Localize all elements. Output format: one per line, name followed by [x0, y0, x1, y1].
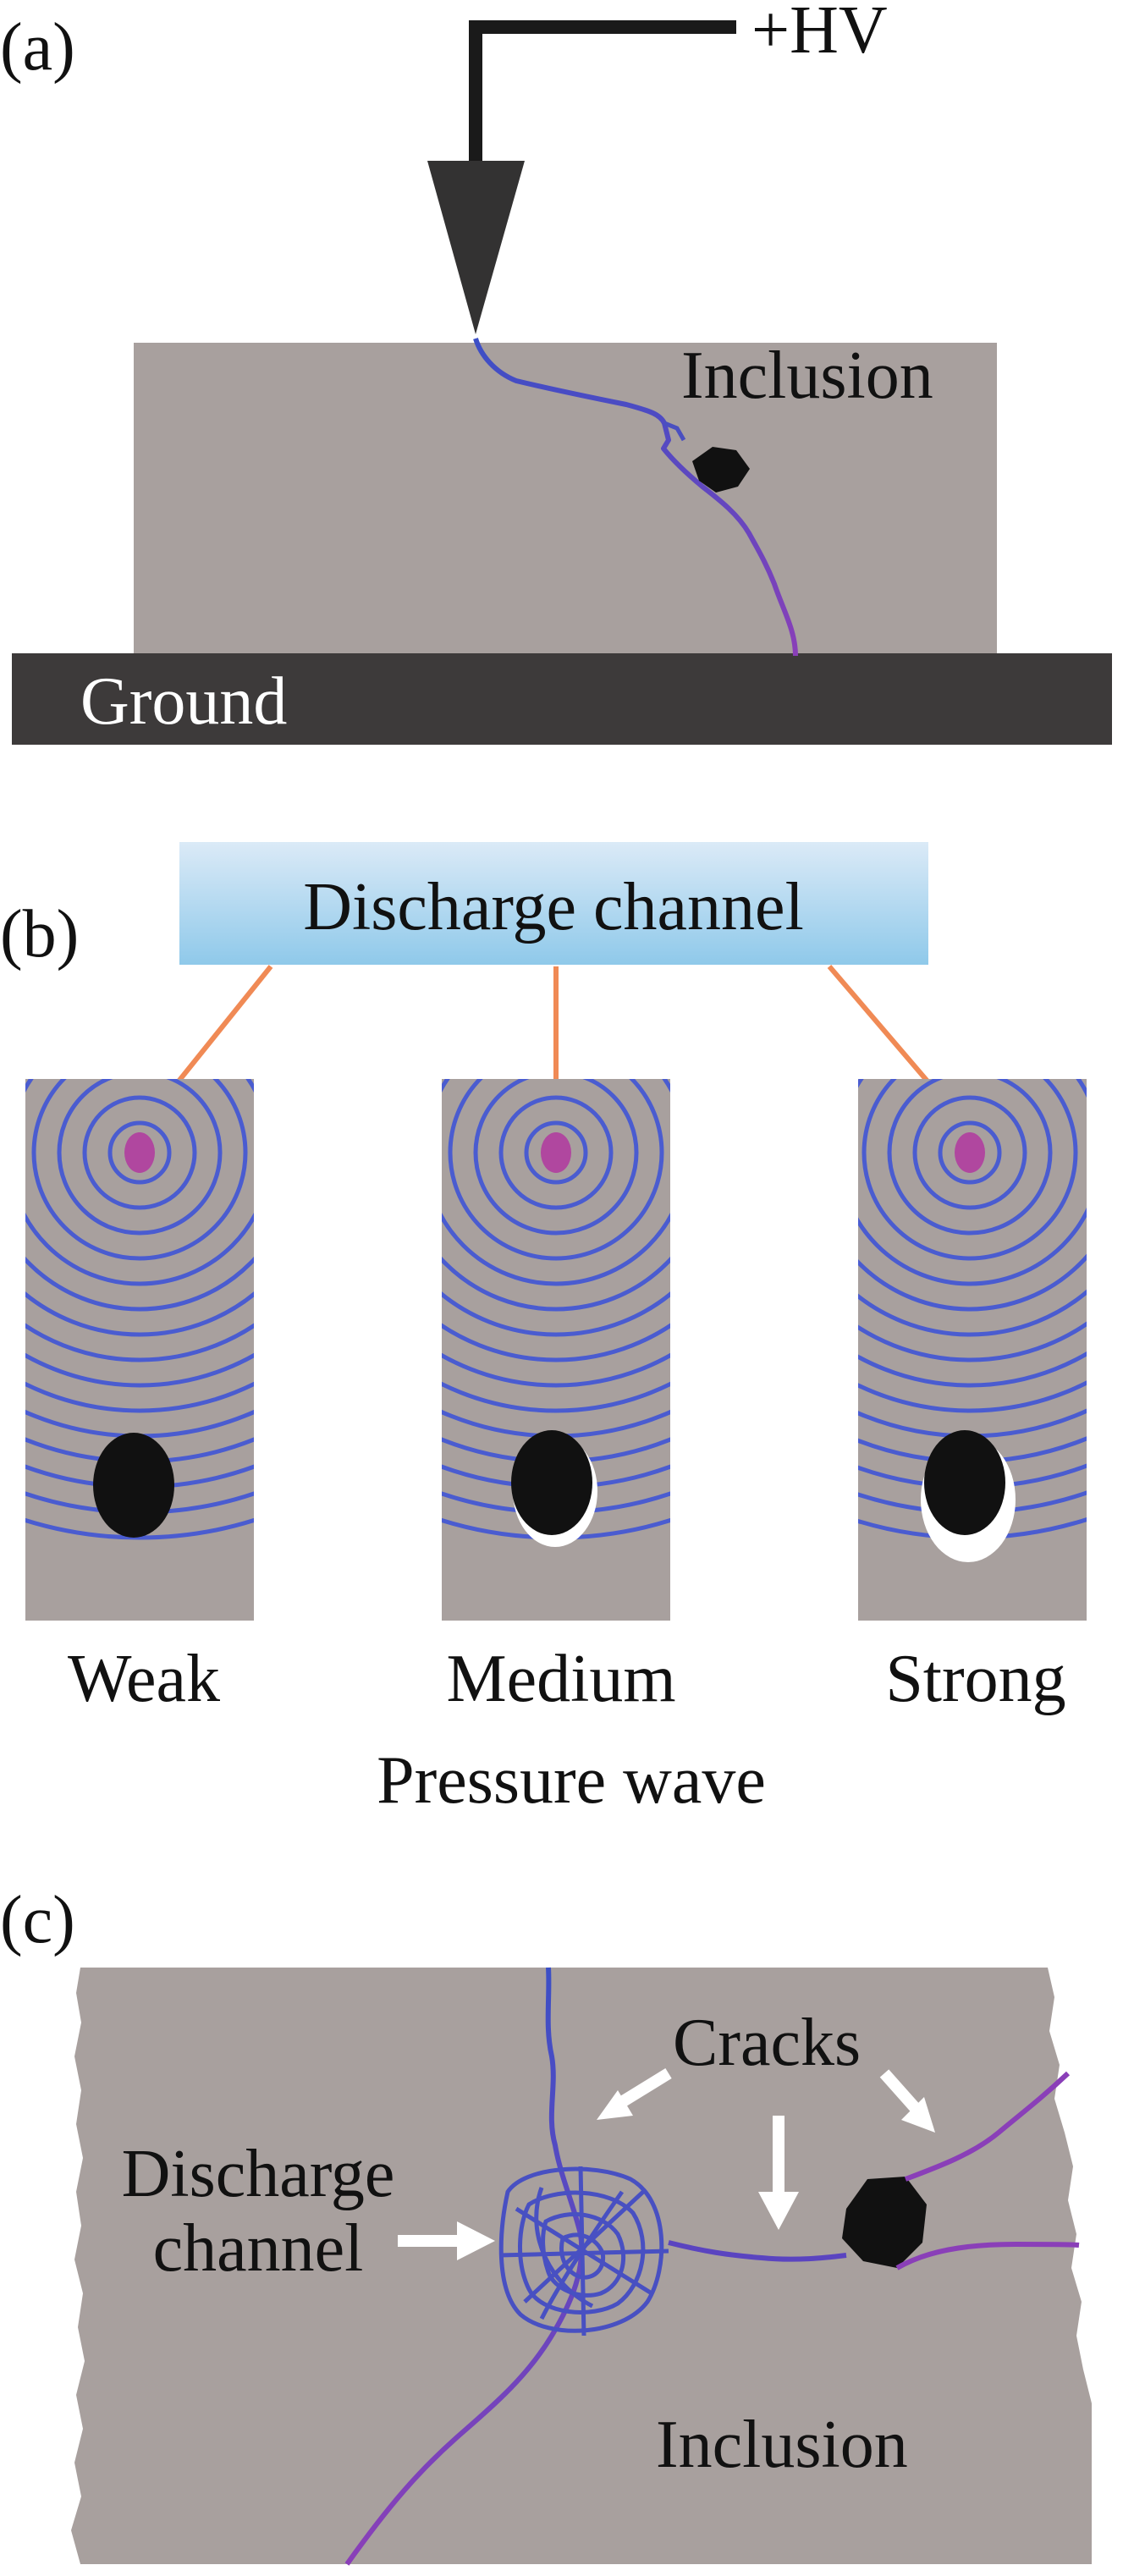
discharge-channel-label-line2: channel — [153, 2211, 364, 2286]
crack-horizontal — [668, 2240, 847, 2262]
source-spot-weak — [124, 1132, 155, 1173]
inclusion-label-a: Inclusion — [681, 339, 933, 413]
crack-upper-right — [904, 2071, 1071, 2182]
ground-label: Ground — [80, 664, 287, 739]
inclusion-a — [692, 447, 750, 493]
panel-a-label: (a) — [0, 10, 75, 85]
arrow-cracks-down — [758, 2116, 799, 2230]
hv-wire — [469, 20, 736, 169]
pressure-wave-caption: Pressure wave — [377, 1743, 766, 1818]
bar-label-medium: Medium — [446, 1642, 675, 1716]
source-spot-strong — [955, 1132, 985, 1173]
inclusion-c — [842, 2177, 927, 2268]
discharge-channel-knot — [498, 2166, 669, 2337]
bar-label-strong: Strong — [885, 1642, 1065, 1716]
specimen-slab — [134, 343, 997, 656]
inclusion-medium — [511, 1430, 592, 1535]
panel-c-label: (c) — [0, 1883, 75, 1957]
bar-weak — [25, 1079, 254, 1621]
discharge-channel-path — [473, 338, 798, 657]
panel-c: (c) — [0, 1883, 1092, 2566]
hv-electrode-tip — [427, 161, 525, 334]
ground-plate — [12, 653, 1112, 745]
discharge-channel-box — [179, 842, 928, 965]
discharge-channel-box-label: Discharge channel — [303, 870, 804, 944]
channel-branch — [663, 421, 686, 442]
bar-label-weak: Weak — [68, 1642, 220, 1716]
crack-lower-right — [895, 2241, 1080, 2271]
arrow-cracks-left — [597, 2068, 672, 2120]
arrow-discharge-channel — [398, 2221, 495, 2260]
panel-b: (b) Discharge channel — [0, 842, 1087, 1818]
cracks-label: Cracks — [673, 2006, 861, 2080]
inclusion-weak — [93, 1433, 174, 1538]
panel-b-label: (b) — [0, 897, 79, 972]
inclusion-strong — [924, 1430, 1005, 1535]
hv-label: +HV — [751, 0, 888, 68]
source-spot-medium — [541, 1132, 571, 1173]
bar-medium — [442, 1079, 670, 1621]
bar-strong — [858, 1079, 1087, 1621]
panel-a: (a) +HV Ground Inclusion — [0, 0, 1112, 745]
inclusion-label-c: Inclusion — [656, 2408, 908, 2482]
discharge-channel-label-line1: Discharge — [122, 2137, 395, 2211]
arrow-cracks-right — [879, 2069, 935, 2133]
